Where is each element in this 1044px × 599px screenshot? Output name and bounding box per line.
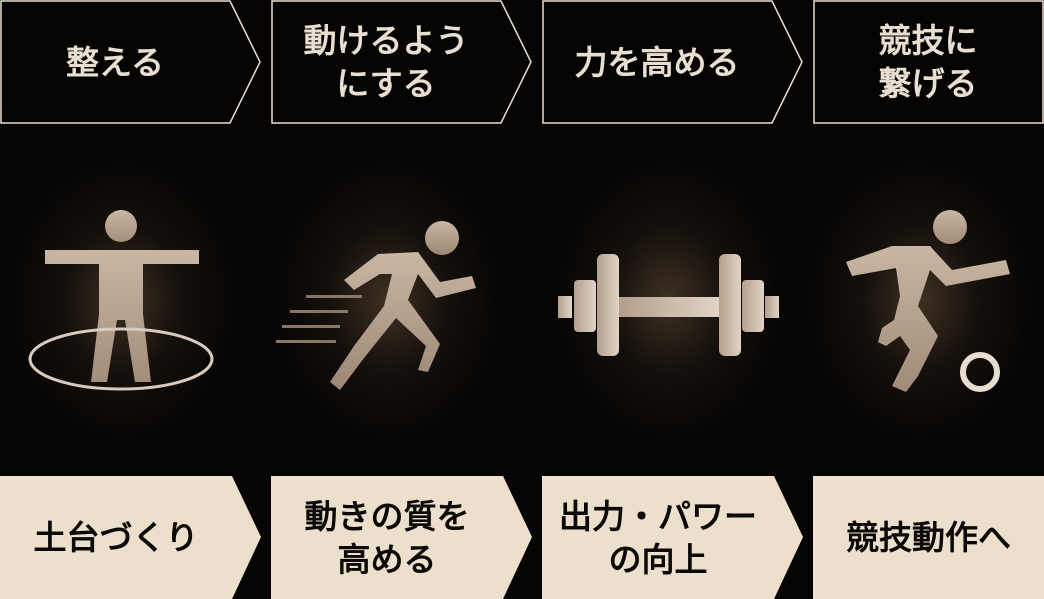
step-1-header: 整える [0,0,262,124]
footer-chevron [542,476,803,599]
footer-box [813,476,1044,599]
step-3-footer-label: 出力・パワー の向上 [559,496,757,579]
header-chevron-outline [0,0,261,124]
kicking-ball-icon [846,210,1010,392]
standing-balance-icon [28,210,214,391]
step-3-footer: 出力・パワー の向上 [542,476,804,599]
step-4-footer-label: 競技動作へ [846,518,1011,557]
header-chevron-outline [271,0,532,124]
step-3-icon-cell [549,150,789,450]
step-2-header-label: 動けるよう にする [303,21,469,103]
step-1-footer: 土台づくり [0,476,262,599]
step-4-footer: 競技動作へ [813,476,1044,599]
step-1-footer-label: 土台づくり [33,518,199,557]
footer-chevron [271,476,532,599]
step-3-header: 力を高める [542,0,804,124]
header-box-outline [813,0,1044,124]
step-4-header-label: 競技に 繋げる [878,21,978,103]
footer-chevron [0,476,261,599]
step-4-header: 競技に 繋げる [813,0,1044,124]
step-1-header-label: 整える [65,42,164,82]
step-2-header: 動けるよう にする [271,0,533,124]
step-4-icon-cell [800,150,1040,450]
running-icon [276,221,476,390]
step-2-footer-label: 動きの質を 高める [304,496,470,579]
header-chevron-outline [542,0,803,124]
step-1-icon-cell [3,150,243,450]
barbell-icon [558,254,779,356]
step-2-footer: 動きの質を 高める [271,476,533,599]
step-3-header-label: 力を高める [574,42,740,82]
step-2-icon-cell [268,150,508,450]
